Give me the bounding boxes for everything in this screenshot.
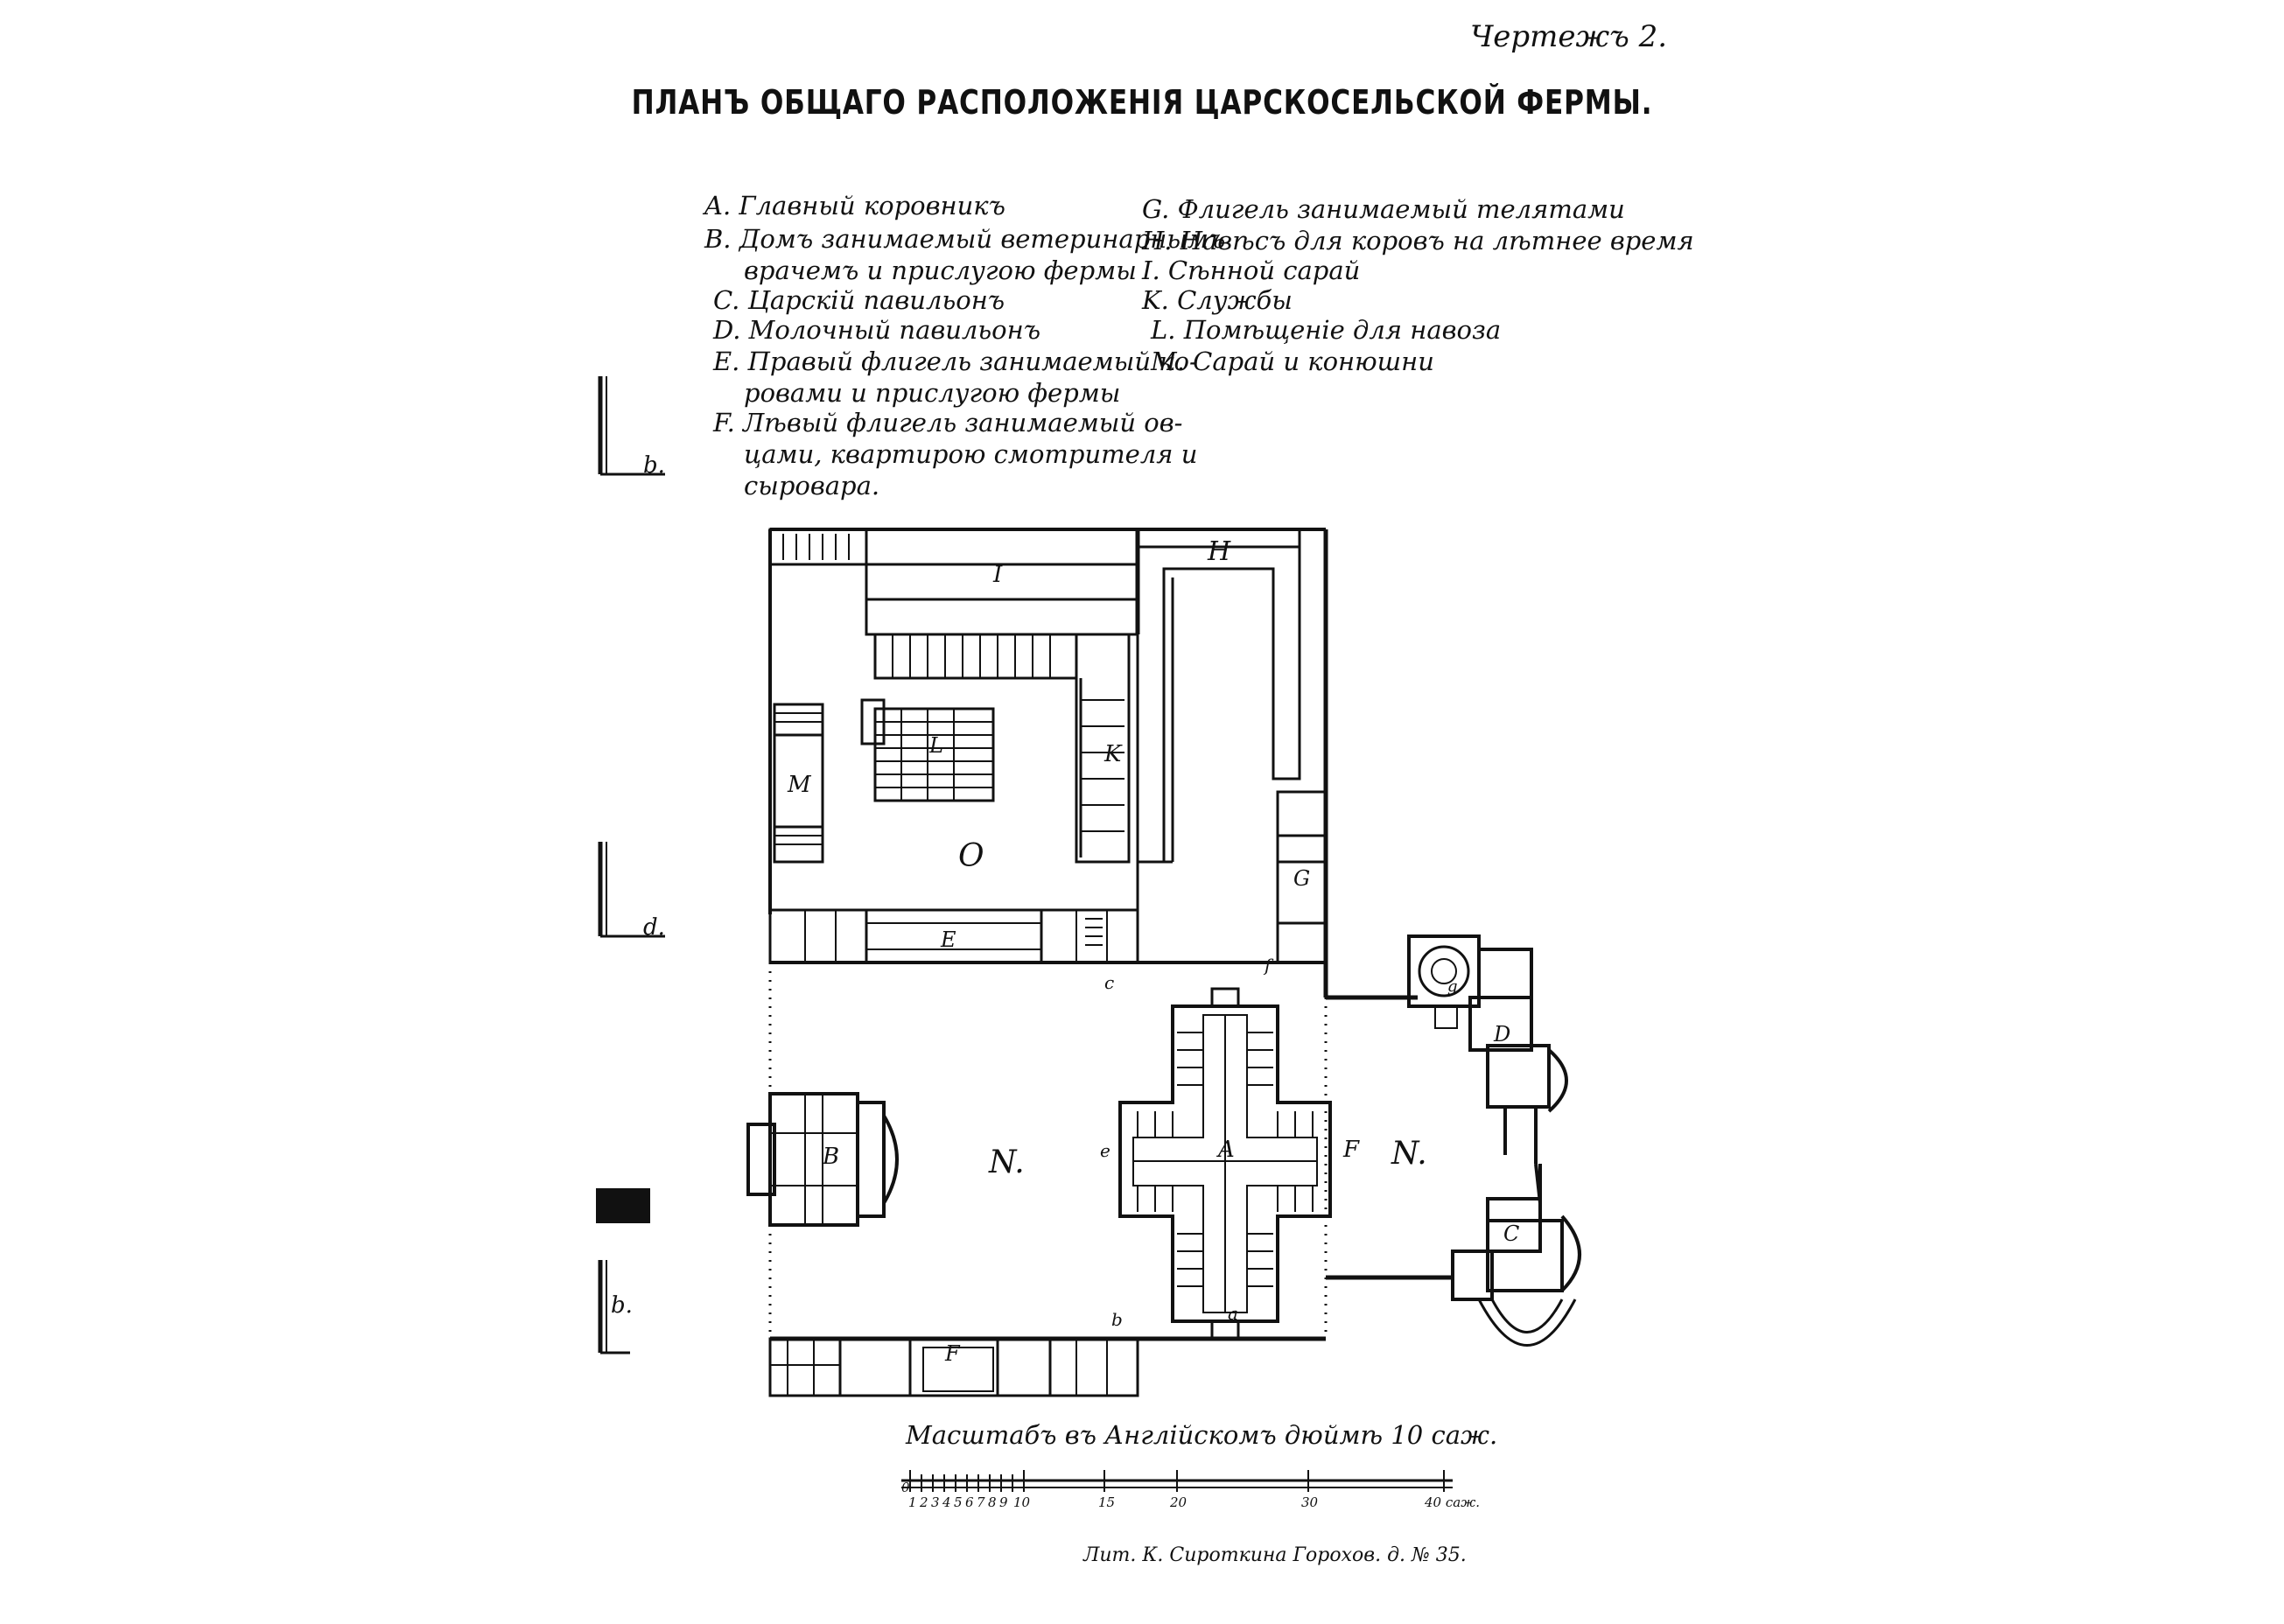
plan-label-b: B xyxy=(822,1144,839,1170)
legend-item-d: D. Молочный павильонъ xyxy=(713,315,1041,345)
top-sheds xyxy=(768,528,1139,636)
plan-label-k: K xyxy=(1103,741,1123,767)
margin-section-d xyxy=(598,842,665,938)
margin-label-d: d. xyxy=(643,914,665,941)
lithographer-imprint: Лит. К. Сироткина Горохов. д. № 35. xyxy=(1083,1544,1467,1566)
scale-tick-7: 7 xyxy=(977,1494,985,1510)
scale-tick-8: 8 xyxy=(988,1494,997,1510)
plan-label-e-small: e xyxy=(1100,1140,1110,1161)
scale-tick-9: 9 xyxy=(999,1494,1008,1510)
legend-item-e: E. Правый флигель занимаемый ко- xyxy=(713,346,1198,376)
scale-bar xyxy=(901,1470,1453,1492)
hay-barn-stalls xyxy=(873,633,1078,680)
plan-label-h: H xyxy=(1207,536,1231,567)
plan-label-n-yard: N. xyxy=(988,1144,1025,1180)
calf-wing xyxy=(1276,790,1328,964)
main-cowshed xyxy=(1118,987,1332,1340)
left-wing-building xyxy=(768,1337,1139,1397)
barn-and-stables xyxy=(773,703,824,864)
plan-label-n-garden: N. xyxy=(1391,1136,1427,1172)
legend-item-b-cont: врачемъ и прислугою фермы xyxy=(744,256,1137,285)
scale-tick-30: 30 xyxy=(1301,1494,1319,1510)
scale-tick-20: 20 xyxy=(1169,1494,1188,1510)
margin-section-b-top xyxy=(598,376,665,476)
legend-item-k: K. Службы xyxy=(1142,285,1293,315)
plan-label-f-gate: F xyxy=(1342,1137,1360,1163)
scale-tick-15: 15 xyxy=(1098,1494,1115,1510)
dairy-pavilion xyxy=(1407,934,1568,1204)
plan-label-g: G xyxy=(1293,866,1310,891)
margin-section-solid xyxy=(596,1188,650,1223)
plan-label-o: O xyxy=(958,838,984,874)
south-yard xyxy=(768,962,1328,1341)
margin-section-b-bottom xyxy=(598,1260,630,1354)
plan-label-c: C xyxy=(1503,1222,1519,1246)
plan-label-f-small: f xyxy=(1263,955,1274,976)
sheet-number: Чертежъ 2. xyxy=(1470,19,1668,54)
legend-item-f-cont1: цами, квартирою смотрителя и xyxy=(744,439,1198,469)
scale-tick-4: 4 xyxy=(942,1494,951,1510)
plan-label-d: D xyxy=(1493,1022,1510,1046)
services-building xyxy=(1075,633,1131,864)
legend-item-g: G. Флигель занимаемый телятами xyxy=(1142,194,1625,224)
right-wing-building xyxy=(768,908,1139,964)
plan-label-g-small: g xyxy=(1447,977,1458,996)
scale-tick-10: 10 xyxy=(1013,1494,1031,1510)
tsar-pavilion xyxy=(1451,1164,1581,1347)
scale-caption: Масштабъ въ Англійскомъ дюймѣ 10 саж. xyxy=(906,1420,1498,1450)
plan-label-f: F xyxy=(944,1341,961,1366)
manure-storage xyxy=(860,698,995,802)
legend-item-m: M. Сарай и конюшни xyxy=(1151,346,1434,376)
summer-cow-shed xyxy=(1138,529,1301,864)
scale-tick-1: 1 xyxy=(908,1494,917,1510)
margin-label-b-bottom: b. xyxy=(611,1292,633,1319)
scale-tick-0: 0 xyxy=(901,1480,910,1495)
plan-label-i: I xyxy=(992,562,1003,588)
margin-label-b-top: b. xyxy=(643,452,665,479)
legend-item-l: L. Помѣщеніе для навоза xyxy=(1151,315,1502,345)
plan-label-l: L xyxy=(928,733,943,758)
plan-label-m: M xyxy=(787,772,812,798)
scale-tick-2: 2 xyxy=(919,1494,928,1510)
scale-tick-5: 5 xyxy=(954,1494,963,1510)
plan-label-c-small: c xyxy=(1104,972,1114,993)
plan-label-a-small: a xyxy=(1228,1303,1238,1324)
scale-tick-6: 6 xyxy=(965,1494,974,1510)
plan-label-a: A xyxy=(1216,1137,1235,1163)
plan-label-b-small: b xyxy=(1111,1309,1123,1330)
scale-tick-40: 40 саж. xyxy=(1424,1494,1480,1510)
legend-item-f: F. Лѣвый флигель занимаемый ов- xyxy=(713,408,1183,438)
scale-tick-3: 3 xyxy=(931,1494,940,1510)
legend-item-c: C. Царскій павильонъ xyxy=(713,285,1005,315)
legend-item-b: B. Домъ занимаемый ветеринарнымъ xyxy=(704,224,1226,254)
legend-item-f-cont2: сыровара. xyxy=(744,471,880,500)
east-garden xyxy=(1326,995,1453,1280)
legend-item-h: H. Навѣсъ для коровъ на лѣтнее время xyxy=(1142,226,1694,256)
legend-item-a: A. Главный коровникъ xyxy=(704,191,1005,220)
legend-item-i: I. Сѣнной сарай xyxy=(1142,256,1361,285)
legend-item-e-cont: ровами и прислугою фермы xyxy=(744,378,1121,408)
veterinarian-house xyxy=(746,1092,899,1227)
page-title: ПЛАНЪ ОБЩАГО РАСПОЛОЖЕНІЯ ЦАРСКОСЕЛЬСКОЙ… xyxy=(631,83,1653,122)
plan-label-e: E xyxy=(940,928,956,952)
